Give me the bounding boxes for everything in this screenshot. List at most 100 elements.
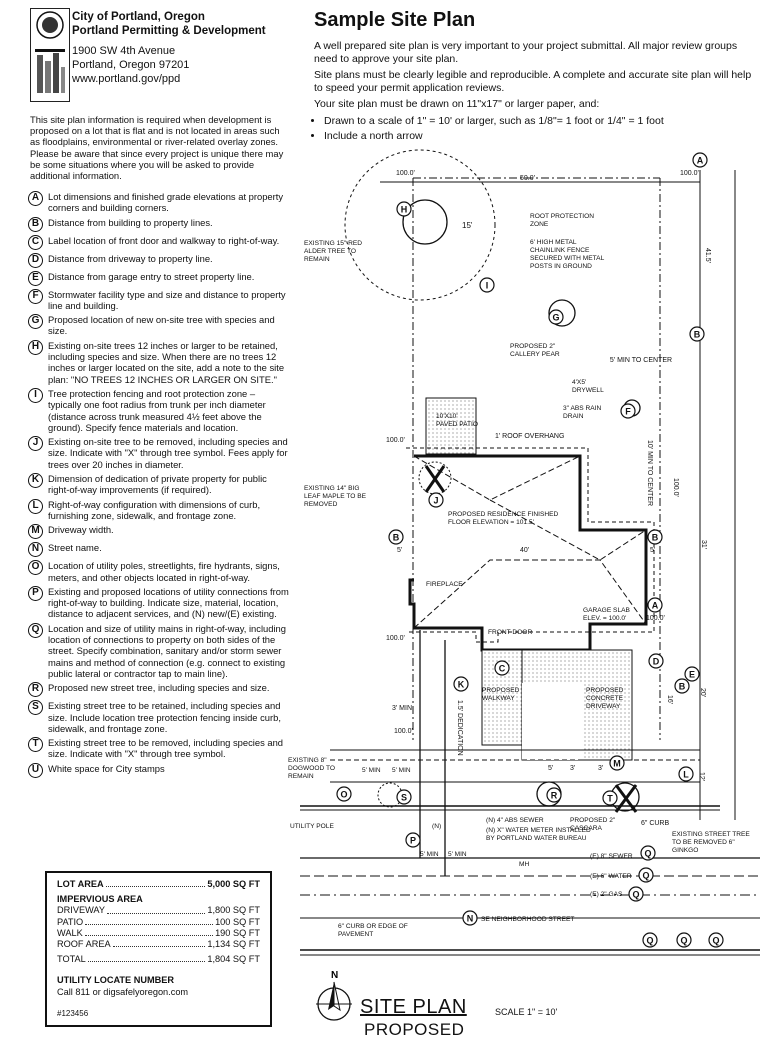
svg-text:F: F (625, 407, 631, 417)
note-pole: UTILITY POLE (290, 823, 334, 830)
scale-label: SCALE 1" = 10' (495, 1007, 558, 1017)
callout-p: P (405, 832, 421, 848)
roof-line (413, 559, 647, 629)
callout-j: J (428, 492, 444, 508)
callout-b: B (689, 326, 705, 342)
requirement-letter: C (28, 234, 43, 250)
dim-label: 5' (650, 547, 655, 554)
site-plan-subtitle: PROPOSED (364, 1020, 465, 1039)
utility-text: Call 811 or digsafelyoregon.com (57, 986, 189, 997)
dim-label: 40' (520, 547, 529, 554)
requirement-text: White space for City stamps (48, 762, 165, 774)
page-title: Sample Site Plan (314, 9, 476, 31)
requirement-letter: F (28, 288, 43, 304)
dim-label: 12' (698, 772, 705, 781)
svg-text:N: N (467, 914, 474, 924)
intro-text: This site plan information is required w… (30, 114, 284, 182)
impervious-label: WALK (57, 927, 83, 938)
dim-label: 5' MIN (420, 851, 439, 858)
lot-area-label: LOT AREA (57, 879, 104, 889)
bullet-list: Drawn to a scale of 1" = 10' or larger, … (314, 115, 754, 143)
callout-o: O (336, 786, 352, 802)
svg-text:C: C (499, 664, 506, 674)
dim-label: 3' MIN (392, 705, 412, 712)
callout-q: Q (638, 867, 654, 883)
requirement-letter: I (28, 387, 43, 403)
requirement-text: Proposed new street tree, including spec… (48, 682, 270, 694)
svg-text:H: H (401, 205, 408, 215)
requirement-letter: N (28, 542, 43, 558)
dim-label: 5' MIN (362, 767, 381, 774)
note-mh: MH (519, 861, 529, 868)
dim-label: 5' MIN (448, 851, 467, 858)
callout-k: K (453, 676, 469, 692)
requirement-text: Existing on-site trees 12 inches or larg… (48, 339, 285, 385)
website-link[interactable]: www.portland.gov/ppd (72, 73, 181, 85)
svg-text:P: P (410, 836, 416, 846)
requirement-text: Existing on-site tree to be removed, inc… (48, 436, 288, 470)
north-arrow-icon: N (316, 970, 352, 1021)
requirement-text: Distance from building to property lines… (48, 216, 213, 228)
requirement-text: Location and size of utility mains in ri… (48, 622, 286, 679)
requirement-text: Proposed location of new on-site tree wi… (48, 314, 275, 337)
requirement-letter: Q (28, 622, 43, 638)
callout-e: E (684, 666, 700, 682)
impervious-value: 100 SQ FT (215, 916, 260, 927)
svg-text:Q: Q (712, 936, 719, 946)
requirement-text: Existing street tree to be retained, inc… (48, 700, 281, 734)
svg-text:Q: Q (642, 871, 649, 881)
callout-q: Q (676, 932, 692, 948)
note-cascara: PROPOSED 2"CASCARA (570, 817, 616, 832)
dim-label: 5' (397, 547, 402, 554)
dim-label: 3' (570, 765, 575, 772)
svg-text:Q: Q (632, 890, 639, 900)
impervious-label: ROOF AREA (57, 939, 111, 950)
svg-text:K: K (458, 680, 465, 690)
requirement-letter: D (28, 252, 43, 268)
dim-label: 16' (666, 695, 673, 704)
svg-text:G: G (552, 313, 559, 323)
impervious-label: DRIVEWAY (57, 905, 105, 916)
dim-label: 100.0' (672, 478, 679, 497)
paragraph: Your site plan must be drawn on 11"x17" … (314, 98, 600, 110)
org-name: City of Portland, Oregon Portland Permit… (72, 10, 266, 38)
requirement-text: Tree protection fencing and root protect… (48, 387, 266, 433)
city-logo (30, 8, 70, 102)
dim-label: 100.0' (646, 615, 665, 622)
callout-i: I (479, 277, 495, 293)
callout-g: G (548, 309, 564, 325)
dim-label: 100.0' (386, 437, 405, 444)
svg-text:B: B (694, 330, 701, 340)
requirement-letter: O (28, 560, 43, 576)
note-street: SE NEIGHBORHOOD STREET (481, 916, 574, 923)
callout-d: D (648, 653, 664, 669)
svg-text:D: D (653, 657, 660, 667)
callout-s: S (396, 789, 412, 805)
svg-text:E: E (689, 670, 695, 680)
callout-l: L (678, 766, 694, 782)
svg-text:T: T (607, 794, 613, 804)
svg-text:B: B (652, 533, 659, 543)
address-line: Portland, Oregon 97201 (72, 59, 190, 71)
org-line: City of Portland, Oregon (72, 11, 205, 23)
dedication-label: 1.5' DEDICATION (456, 700, 463, 756)
